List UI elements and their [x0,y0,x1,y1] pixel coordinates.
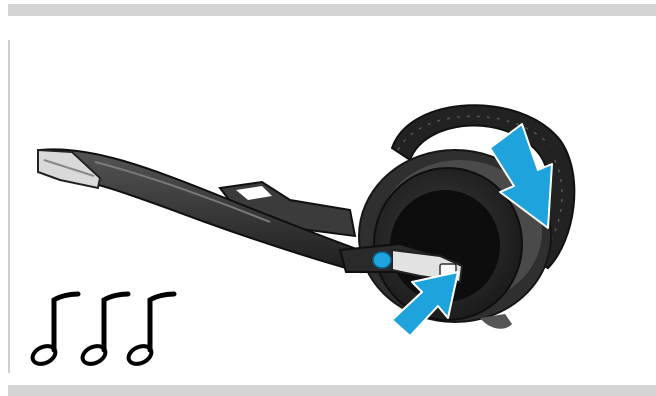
music-note-icon [126,294,174,367]
music-note-icon [80,294,128,367]
music-notes [30,294,174,367]
music-note-icon [30,294,78,367]
